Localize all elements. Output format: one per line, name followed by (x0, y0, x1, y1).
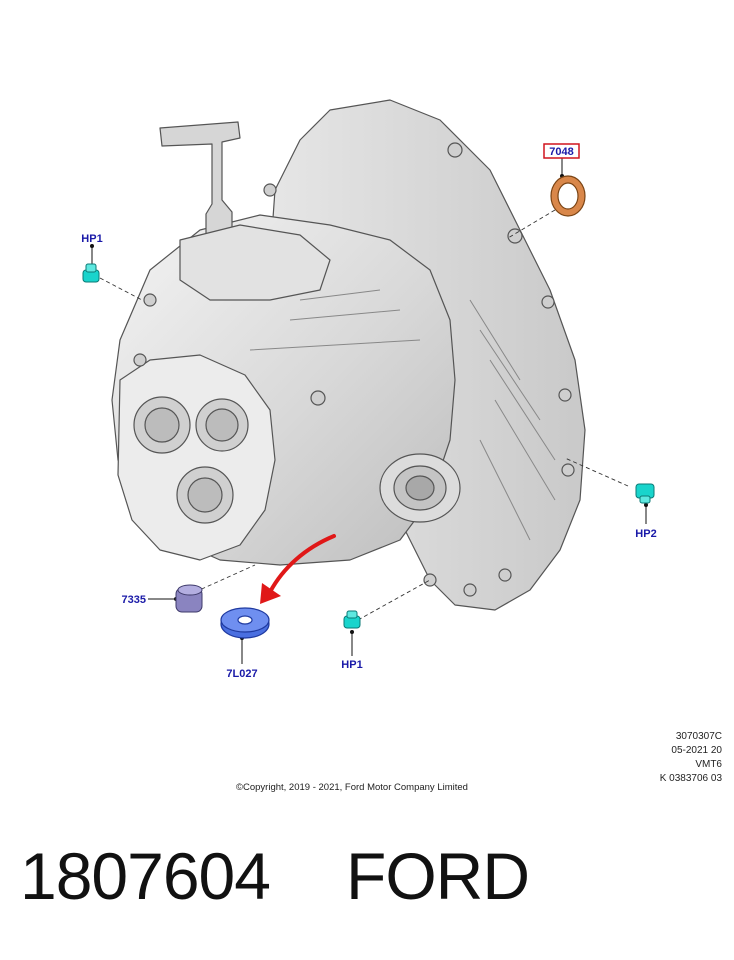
meta-line: K 0383706 03 (659, 773, 722, 784)
brand-name: FORD (346, 839, 530, 913)
plug-hp1-bottom (343, 610, 361, 629)
red-arrow (260, 534, 336, 604)
callout-7l027: 7L027 (226, 668, 257, 680)
part-number: 1807604 (20, 839, 271, 913)
meta-line: 3070307C (675, 731, 722, 742)
meta-line: 05-2021 20 (671, 745, 722, 756)
transmission-housing (111, 99, 586, 611)
callout-hp1-top: HP1 (81, 233, 102, 245)
plug-hp2 (635, 483, 655, 504)
bushing-7335 (175, 584, 203, 613)
oil-seal-7048 (550, 175, 586, 217)
highlight-box-7048 (543, 143, 580, 159)
solid-leaders (91, 158, 647, 664)
callout-hp1-bottom: HP1 (341, 659, 362, 671)
diagram-meta-block: 3070307C 05-2021 20 VMT6 K 0383706 03 (582, 730, 722, 786)
callout-hp2: HP2 (635, 528, 656, 540)
washer-7l027 (220, 607, 270, 639)
leader-lines (99, 209, 629, 621)
plug-hp1-top (82, 263, 100, 283)
shift-tower (179, 224, 331, 301)
copyright-notice: ©Copyright, 2019 - 2021, Ford Motor Comp… (236, 782, 468, 793)
callout-7048: 7048 (549, 146, 573, 158)
meta-line: VMT6 (695, 759, 722, 770)
end-cover (117, 354, 276, 561)
callout-7335: 7335 (122, 594, 146, 606)
